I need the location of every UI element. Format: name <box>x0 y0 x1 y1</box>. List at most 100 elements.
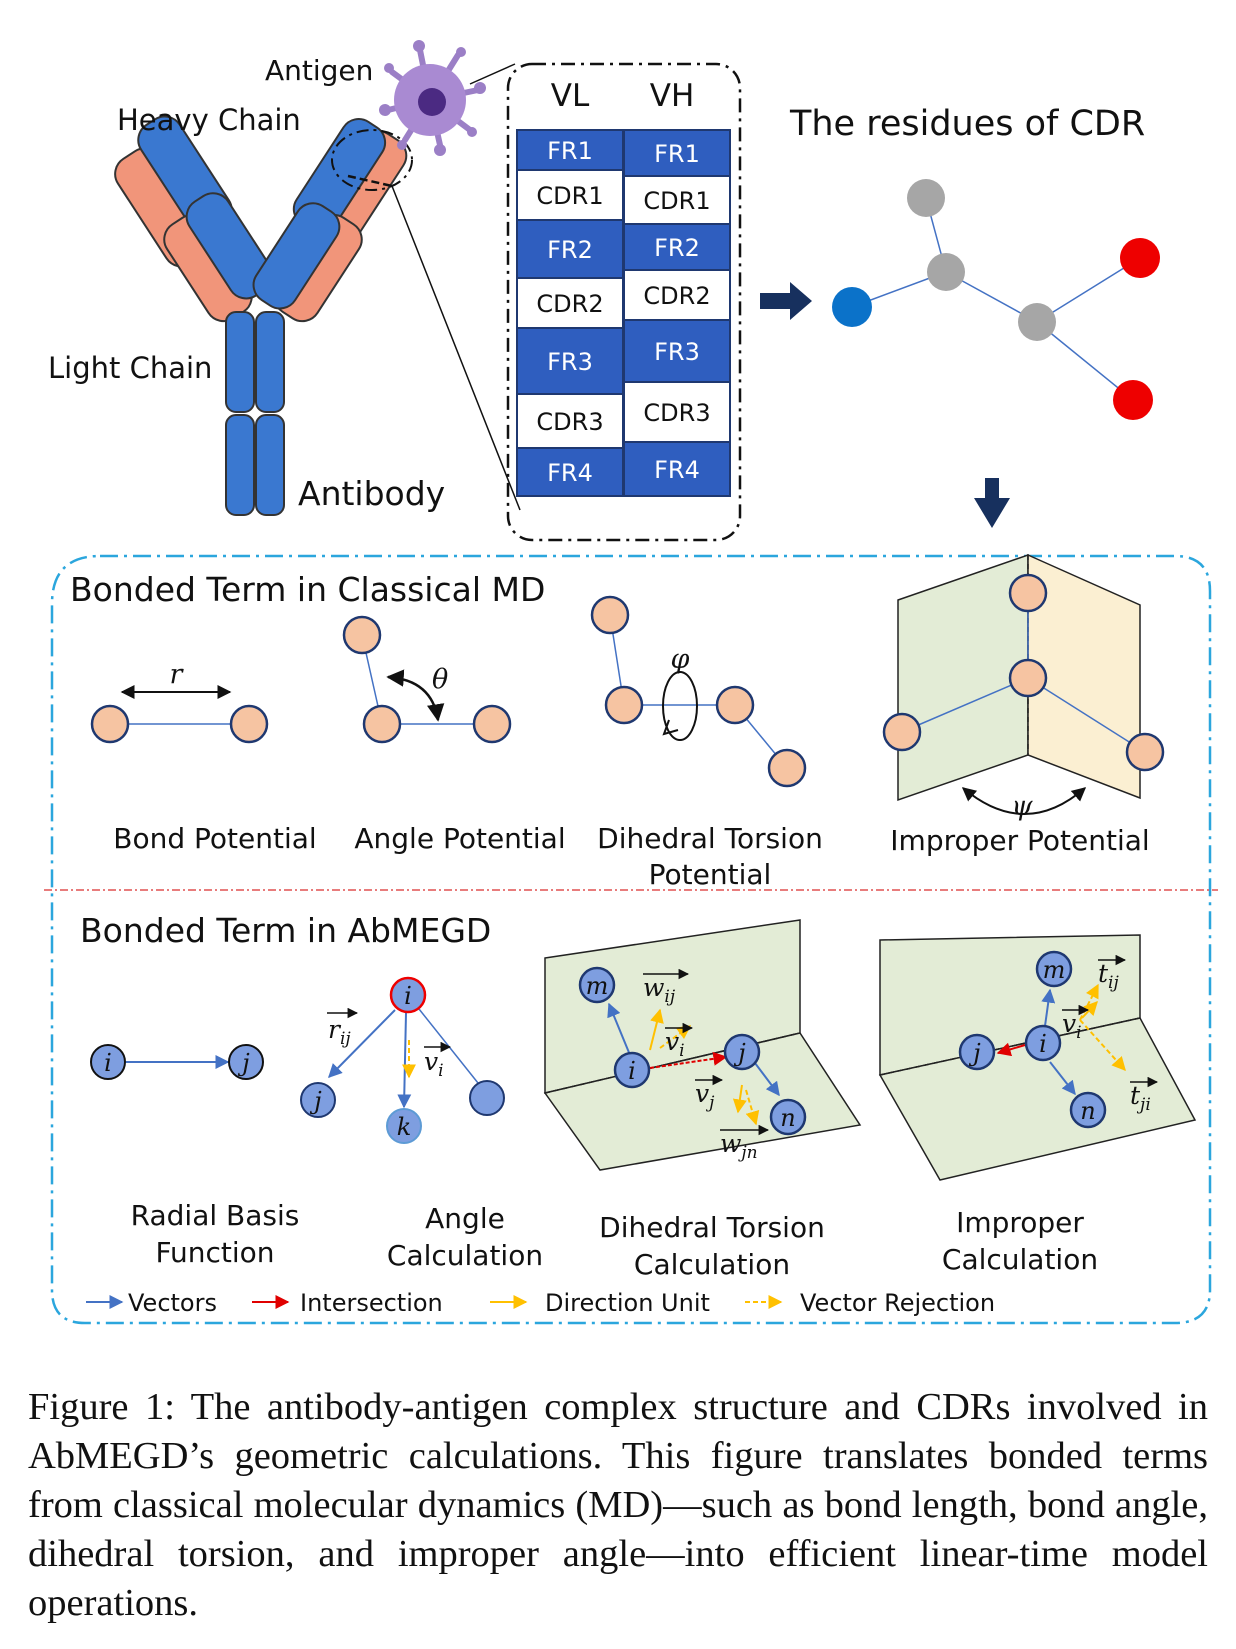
bond-potential-diagram: r <box>90 659 269 744</box>
angle-potential-diagram: θ <box>342 615 512 744</box>
vl-header: VL <box>551 78 590 114</box>
domain-cell-label: CDR2 <box>643 282 710 310</box>
node-j <box>958 1033 996 1071</box>
domain-cell-label: FR1 <box>654 140 700 168</box>
atom-node <box>90 704 130 744</box>
fr-cell <box>623 441 731 497</box>
fr-cell <box>623 223 731 271</box>
atom-node <box>1008 573 1048 613</box>
fr-cell <box>516 327 624 395</box>
bonded-terms-frame <box>50 554 1212 1325</box>
dihedral-potential-label-line1: Dihedral Torsion <box>597 822 823 855</box>
atom-node <box>1008 658 1048 698</box>
node-j <box>300 1082 336 1118</box>
figure-diagram: Antigen Heavy Chain Light Chain Antibody… <box>44 40 1218 1325</box>
bond-potential-label: Bond Potential <box>113 822 316 855</box>
domain-cell-label: CDR1 <box>536 182 603 210</box>
domain-cell-label: FR3 <box>547 348 593 376</box>
angle-symbol: θ <box>432 664 448 695</box>
vector-w-jn: wjn <box>720 1129 758 1163</box>
improper-calc-label-line1: Improper <box>956 1206 1084 1239</box>
node-m-label: m <box>1043 956 1066 984</box>
atom-node <box>362 704 402 744</box>
domain-cell-label: FR2 <box>547 236 593 264</box>
node-j <box>228 1044 264 1080</box>
dihedral-potential-diagram: φ <box>590 595 807 788</box>
node-m <box>1035 950 1073 988</box>
node-k-label: k <box>397 1113 412 1141</box>
rbf-label-line1: Radial Basis <box>131 1199 300 1232</box>
node-j <box>723 1033 761 1071</box>
heavy-chain-label: Heavy Chain <box>117 103 301 137</box>
zoom-line-bottom <box>391 185 521 511</box>
angle-calc-label-line2: Calculation <box>387 1239 543 1272</box>
domain-cell-label: CDR3 <box>643 399 710 427</box>
domain-cell-label: FR1 <box>547 137 593 165</box>
angle-calc-diagram: i j k rij vi <box>300 976 505 1144</box>
atom-node <box>767 748 807 788</box>
node-n <box>1069 1091 1107 1129</box>
node-k <box>386 1108 422 1144</box>
node-n-label: n <box>1080 1097 1095 1125</box>
vector-v-i: vi <box>1062 1009 1082 1043</box>
atom-node <box>1125 732 1165 772</box>
domain-cell-label: CDR1 <box>643 187 710 215</box>
vector-v-i: vi <box>665 1027 685 1061</box>
domain-cell-label: FR4 <box>654 456 700 484</box>
atom-node <box>604 685 644 725</box>
improper-potential-label: Improper Potential <box>890 824 1149 857</box>
binding-site-cut-line <box>347 174 393 188</box>
residue-node-red <box>1120 238 1160 278</box>
legend-intersection: Intersection <box>300 1289 443 1317</box>
dihedral-calc-diagram: m i j n wij vi vj wjn <box>543 919 862 1171</box>
fc-lower-right <box>255 414 285 516</box>
legend-vectors: Vectors <box>128 1289 217 1317</box>
fr-cell <box>623 319 731 383</box>
legend: Vectors Intersection Direction Unit Vect… <box>86 1289 995 1317</box>
fc-lower-left <box>225 414 255 516</box>
atom-node <box>229 704 269 744</box>
antigen-icon <box>379 40 486 156</box>
domain-cell-label: FR2 <box>654 234 700 262</box>
vector-v-j: vj <box>695 1079 715 1113</box>
domain-cell-label: CDR2 <box>536 290 603 318</box>
rbf-diagram: i j <box>90 1044 264 1080</box>
node-n <box>769 1098 807 1136</box>
light-chain-right-inner <box>252 202 341 310</box>
cdr-residue-graph <box>832 179 1160 420</box>
antigen-label: Antigen <box>265 54 373 87</box>
antibody-illustration <box>114 115 413 516</box>
cdr-cell <box>516 169 624 221</box>
node-i-label: i <box>104 1049 112 1077</box>
abmegd-title: Bonded Term in AbMEGD <box>80 911 491 950</box>
figure-caption: Figure 1: The antibody-antigen complex s… <box>28 1386 1208 1624</box>
fc-upper-left <box>225 311 255 413</box>
bond-length-symbol: r <box>170 659 185 690</box>
improper-calc-diagram: m i j n tij vi tji <box>878 934 1197 1181</box>
domain-table-frame <box>506 62 742 542</box>
vh-header: VH <box>650 78 695 114</box>
residue-node-red <box>1113 380 1153 420</box>
cdr-cell <box>623 175 731 225</box>
light-chain-label: Light Chain <box>48 351 212 385</box>
atom-node <box>342 615 382 655</box>
cdr-cell <box>516 393 624 449</box>
classical-md-title: Bonded Term in Classical MD <box>70 570 545 609</box>
binding-site-highlight <box>331 129 413 191</box>
residue-node-gray <box>907 179 945 217</box>
node-i-label: i <box>404 982 412 1010</box>
atom-node <box>590 595 630 635</box>
node-n-label: n <box>780 1104 795 1132</box>
node-i <box>389 976 427 1014</box>
dihedral-potential-label-line2: Potential <box>649 858 772 891</box>
cdr-graph-title: The residues of CDR <box>789 104 1145 144</box>
atom-node <box>882 712 922 752</box>
antibody-label: Antibody <box>298 474 445 513</box>
atom-node <box>715 685 755 725</box>
legend-vector-rejection: Vector Rejection <box>800 1289 995 1317</box>
angle-calc-label-line1: Angle <box>425 1202 505 1235</box>
node-i-label: i <box>1039 1030 1047 1058</box>
fr-cell <box>516 447 624 497</box>
